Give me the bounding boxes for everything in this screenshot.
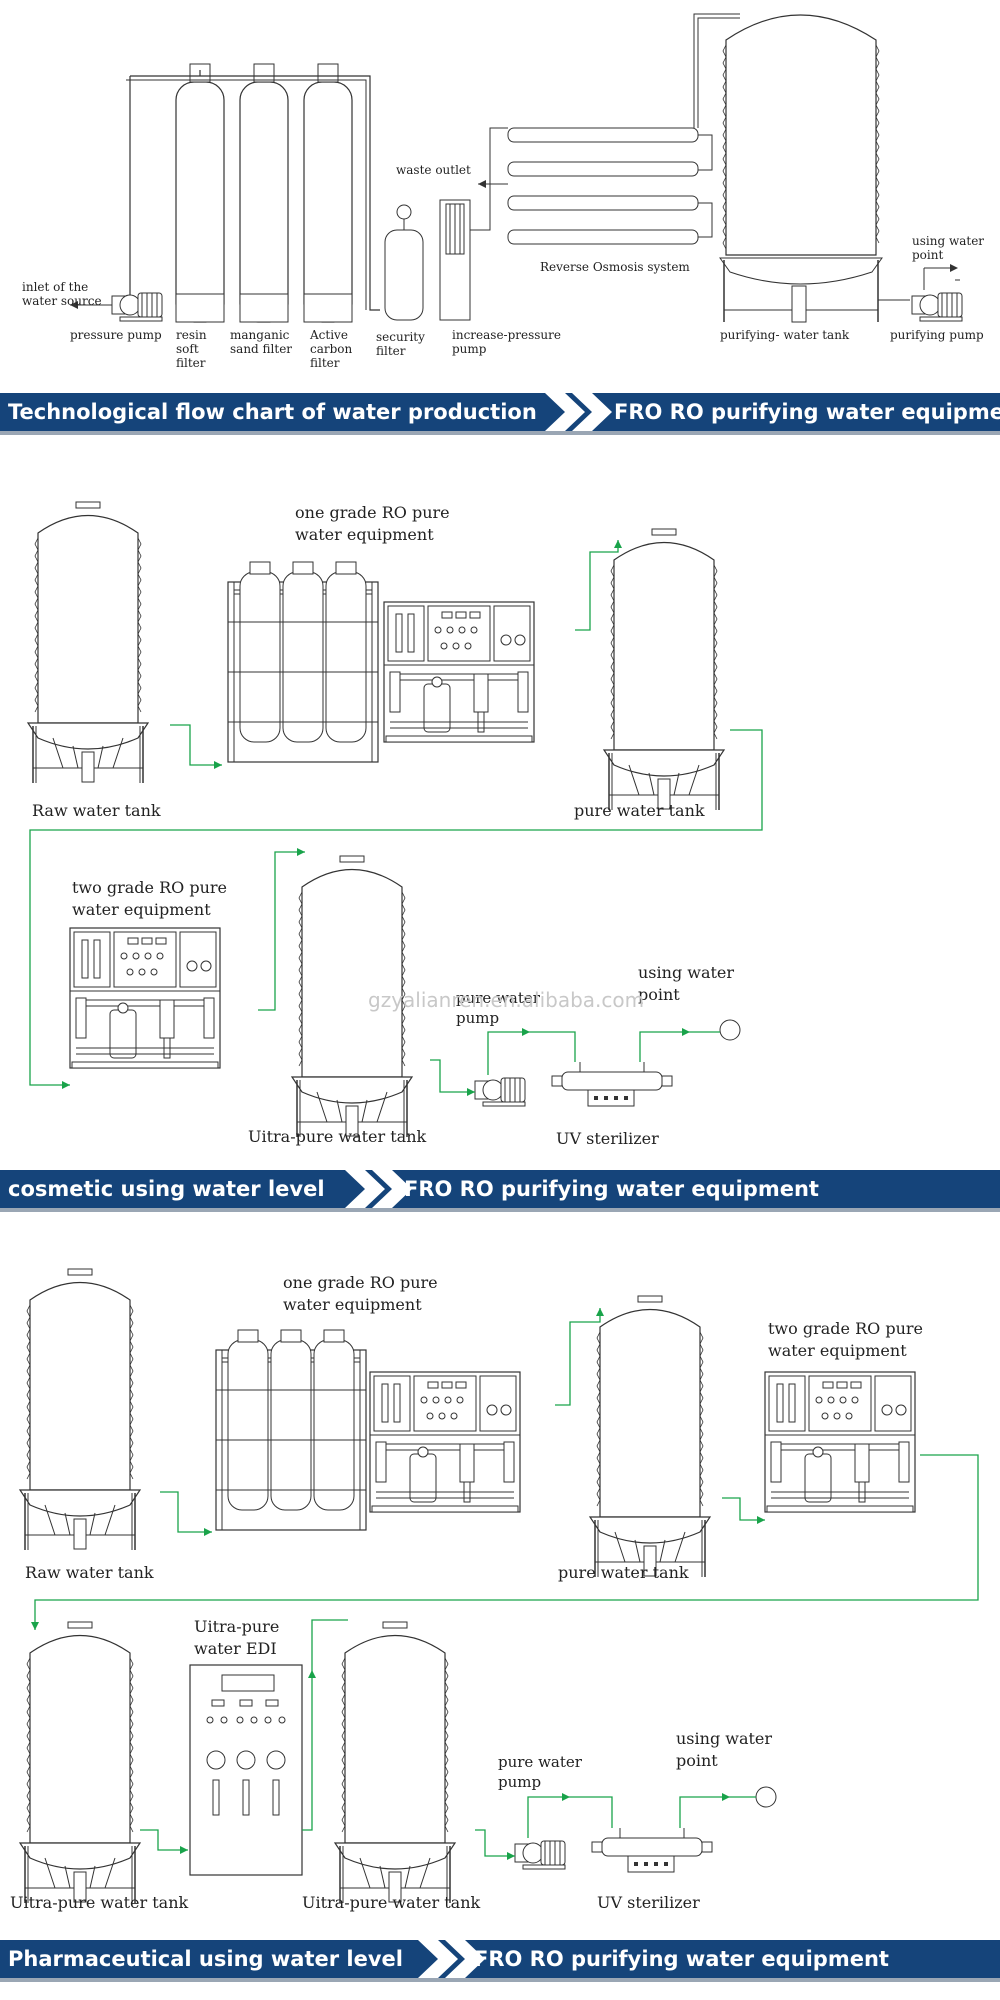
uv-sterilizer bbox=[591, 1827, 713, 1873]
using-point-label: using water point bbox=[638, 963, 735, 1004]
uv-sterilizer bbox=[551, 1061, 673, 1107]
raw-water-tank bbox=[27, 501, 149, 784]
section3-diagram bbox=[19, 1268, 979, 1904]
using-point-label: using water point bbox=[676, 1729, 773, 1770]
banner-left-text: Technological flow chart of water produc… bbox=[8, 400, 537, 424]
inlet-label: inlet of the water source bbox=[22, 280, 102, 308]
ultra-tank-label: Uitra-pure water tank bbox=[248, 1127, 427, 1146]
ro-membrane bbox=[507, 161, 699, 177]
ultra-pure-water-tank-2 bbox=[334, 1621, 456, 1904]
resin-filter-label: resin soft filter bbox=[176, 328, 207, 370]
manganic-filter bbox=[239, 81, 289, 323]
uv-label: UV sterilizer bbox=[597, 1893, 700, 1912]
banner-right-text: FRO RO purifying water equipment bbox=[474, 1947, 889, 1971]
filter-rack bbox=[215, 1329, 367, 1531]
manganic-filter-label: manganic sand filter bbox=[230, 328, 293, 356]
carbon-filter bbox=[303, 81, 353, 323]
pure-pump-label: pure water pump bbox=[456, 989, 540, 1027]
resin-filter bbox=[175, 81, 225, 323]
banner-technological: Technological flow chart of water produc… bbox=[0, 393, 1000, 435]
pure-water-pump bbox=[514, 1840, 566, 1870]
edi-label: Uitra-pure water EDI bbox=[194, 1617, 280, 1658]
using-water-point bbox=[719, 1019, 741, 1041]
uv-label: UV sterilizer bbox=[556, 1129, 659, 1148]
raw-tank-label: Raw water tank bbox=[25, 1563, 154, 1582]
ro-system-label: Reverse Osmosis system bbox=[540, 260, 690, 274]
section1-diagram bbox=[70, 13, 963, 323]
pure-water-tank bbox=[603, 528, 725, 811]
using-point-label: using water point bbox=[912, 234, 985, 262]
ro-membrane bbox=[507, 127, 699, 143]
banner-cosmetic: cosmetic using water level FRO RO purify… bbox=[0, 1170, 1000, 1212]
using-water-point bbox=[755, 1786, 777, 1808]
two-grade-ro-unit bbox=[764, 1371, 916, 1513]
banner-left-text: Pharmaceutical using water level bbox=[8, 1947, 403, 1971]
pressure-pump-label: pressure pump bbox=[70, 328, 162, 342]
one-grade-label: one grade RO pure water equipment bbox=[283, 1273, 438, 1314]
waste-outlet-label: waste outlet bbox=[396, 163, 471, 177]
watermark: gzyalianren.en.alibaba.com bbox=[368, 988, 645, 1012]
two-grade-label: two grade RO pure water equipment bbox=[768, 1319, 923, 1360]
two-grade-label: two grade RO pure water equipment bbox=[72, 878, 227, 919]
increase-pump-label: increase-pressure pump bbox=[452, 328, 561, 356]
section2-diagram bbox=[27, 501, 763, 1138]
filter-rack bbox=[227, 561, 379, 763]
purifying-water-tank bbox=[719, 14, 883, 323]
carbon-filter-label: Active carbon filter bbox=[310, 328, 353, 370]
raw-tank-label: Raw water tank bbox=[32, 801, 161, 820]
ultra-tank-2-label: Uitra-pure water tank bbox=[302, 1893, 481, 1912]
banner-left-text: cosmetic using water level bbox=[8, 1177, 325, 1201]
security-filter bbox=[384, 229, 424, 321]
pure-water-tank bbox=[589, 1295, 711, 1578]
ro-membrane bbox=[507, 195, 699, 211]
security-filter-label: security filter bbox=[376, 330, 425, 358]
ro-unit bbox=[383, 601, 535, 743]
ro-membrane bbox=[507, 229, 699, 245]
raw-water-tank bbox=[19, 1268, 141, 1551]
purifying-tank-label: purifying- water tank bbox=[720, 328, 850, 342]
banner-pharmaceutical: Pharmaceutical using water level FRO RO … bbox=[0, 1940, 1000, 1982]
ro-unit bbox=[369, 1371, 521, 1513]
two-grade-ro-unit bbox=[69, 927, 221, 1069]
ultra-pure-water-tank-1 bbox=[19, 1621, 141, 1904]
pure-tank-label: pure water tank bbox=[574, 801, 705, 820]
purifying-pump-label: purifying pump bbox=[890, 328, 984, 342]
pure-tank-label: pure water tank bbox=[558, 1563, 689, 1582]
banner-right-text: FRO RO purifying water equipment bbox=[614, 400, 1000, 424]
pure-pump-label: pure water pump bbox=[498, 1753, 582, 1791]
ultra-tank-1-label: Uitra-pure water tank bbox=[10, 1893, 189, 1912]
one-grade-label: one grade RO pure water equipment bbox=[295, 503, 450, 544]
pure-water-pump bbox=[474, 1077, 526, 1107]
edi-unit bbox=[189, 1664, 303, 1876]
banner-right-text: FRO RO purifying water equipment bbox=[404, 1177, 819, 1201]
